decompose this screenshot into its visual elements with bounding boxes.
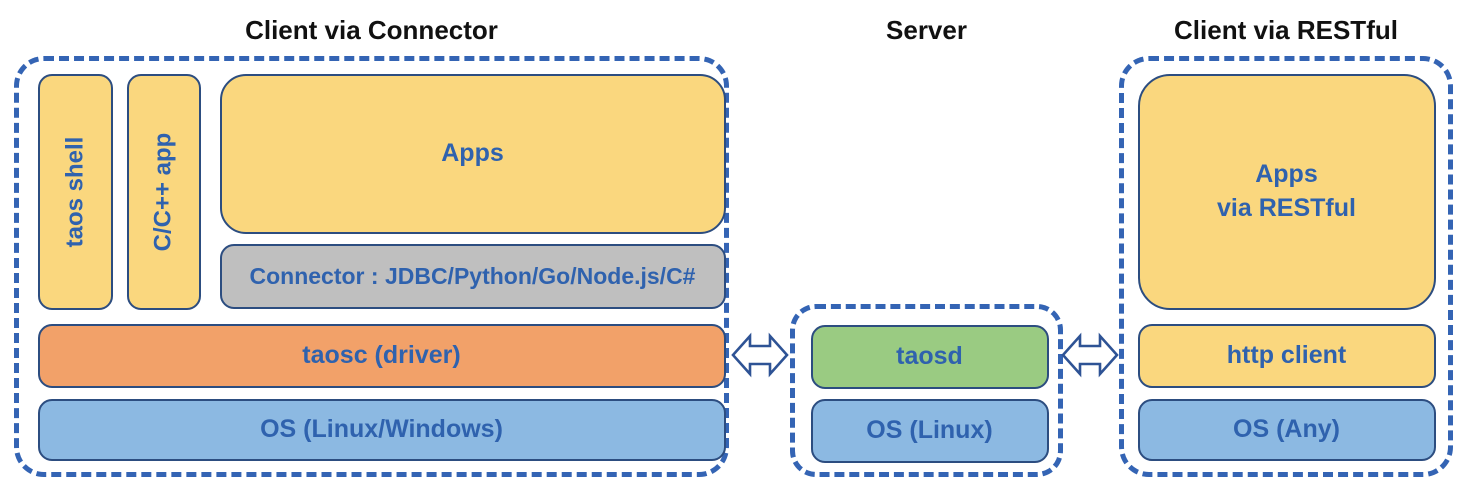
http-client-label: http client — [1226, 341, 1347, 369]
taosd-label: taosd — [896, 342, 963, 370]
os-linux-windows-label: OS (Linux/Windows) — [260, 415, 503, 443]
http-client-box: http client — [1137, 323, 1436, 388]
apps-via-restful-box: Apps via RESTful — [1137, 73, 1436, 310]
section-client-via-restful: Apps via RESTful http client OS (Any) — [1119, 56, 1453, 477]
taos-shell-label: taos shell — [61, 136, 88, 247]
section-title-client-via-restful: Client via RESTful — [1174, 15, 1398, 45]
c-cpp-app-box: C/C++ app — [126, 73, 201, 310]
os-linux-label: OS (Linux) — [866, 416, 993, 444]
double-arrow-client-server-icon — [731, 332, 789, 378]
apps-via-restful-label: Apps via RESTful — [1217, 159, 1356, 222]
os-any-label: OS (Any) — [1233, 415, 1340, 443]
taosc-driver-box: taosc (driver) — [37, 323, 726, 388]
taos-shell-box: taos shell — [37, 73, 113, 310]
connector-label: Connector : JDBC/Python/Go/Node.js/C# — [249, 262, 696, 289]
os-linux-box: OS (Linux) — [810, 398, 1049, 463]
c-cpp-app-label: C/C++ app — [149, 132, 177, 251]
apps-box: Apps — [219, 73, 726, 234]
section-server: taosd OS (Linux) — [790, 304, 1063, 477]
taosc-driver-label: taosc (driver) — [302, 341, 461, 369]
connector-box: Connector : JDBC/Python/Go/Node.js/C# — [219, 243, 726, 309]
apps-label: Apps — [441, 139, 504, 167]
section-client-via-connector: taos shell C/C++ app Apps Connector : JD… — [14, 56, 729, 477]
os-any-box: OS (Any) — [1137, 398, 1436, 461]
section-title-client-via-connector: Client via Connector — [245, 15, 498, 45]
os-linux-windows-box: OS (Linux/Windows) — [37, 398, 726, 461]
double-arrow-server-restful-icon — [1061, 332, 1119, 378]
section-title-server: Server — [886, 15, 967, 45]
taosd-box: taosd — [810, 324, 1049, 389]
